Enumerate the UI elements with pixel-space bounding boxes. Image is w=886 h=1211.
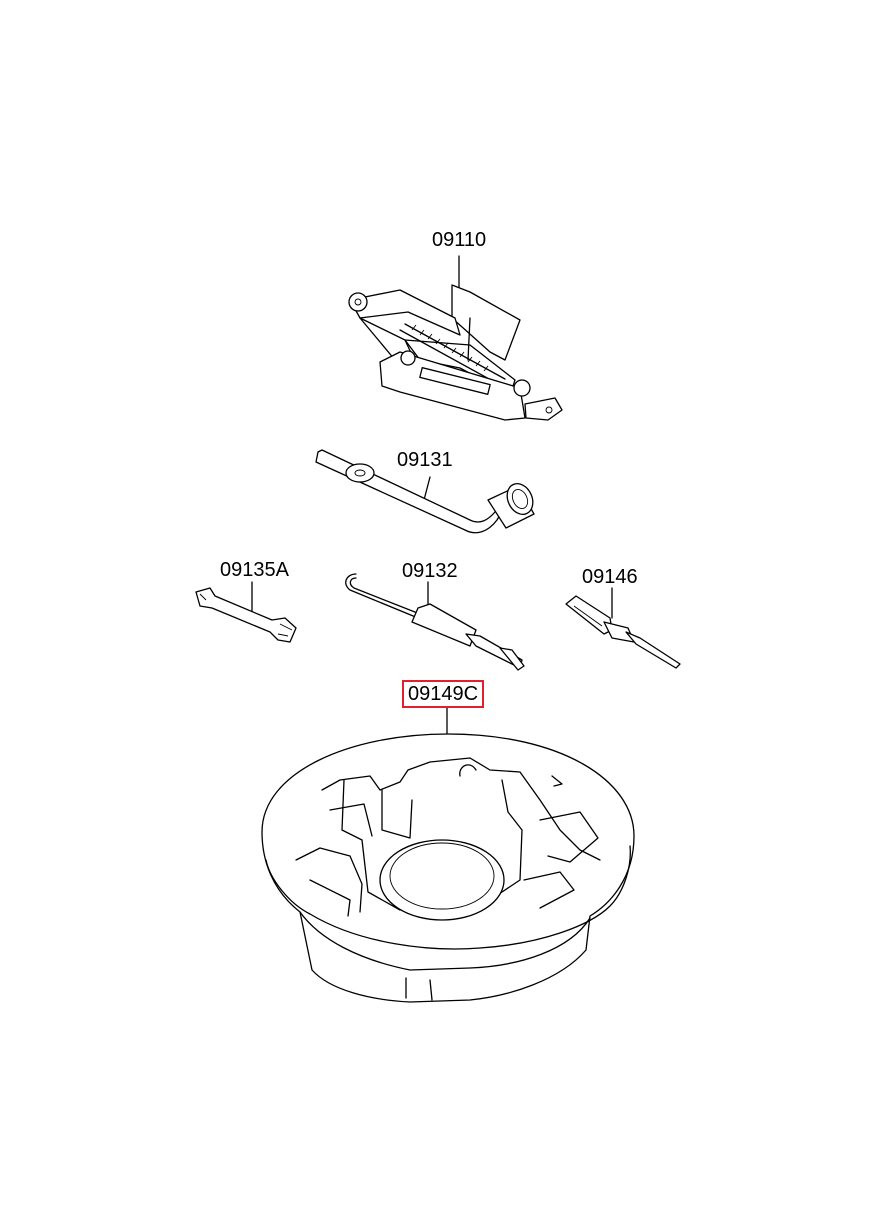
part-label-tool-tray[interactable]: 09149C bbox=[402, 680, 485, 708]
lug-wrench-drawing bbox=[315, 449, 535, 534]
part-label-spanner: 09135A bbox=[220, 559, 289, 581]
jack-drawing bbox=[348, 255, 563, 421]
hook-tool-drawing bbox=[345, 573, 525, 671]
screwdriver-drawing bbox=[565, 587, 681, 669]
part-label-hook-tool: 09132 bbox=[402, 560, 458, 582]
tool-tray-drawing bbox=[261, 707, 635, 1003]
part-label-jack: 09110 bbox=[432, 229, 487, 251]
part-label-lug-wrench: 09131 bbox=[397, 449, 453, 471]
part-label-screwdriver: 09146 bbox=[582, 566, 638, 588]
spanner-drawing bbox=[195, 581, 297, 643]
